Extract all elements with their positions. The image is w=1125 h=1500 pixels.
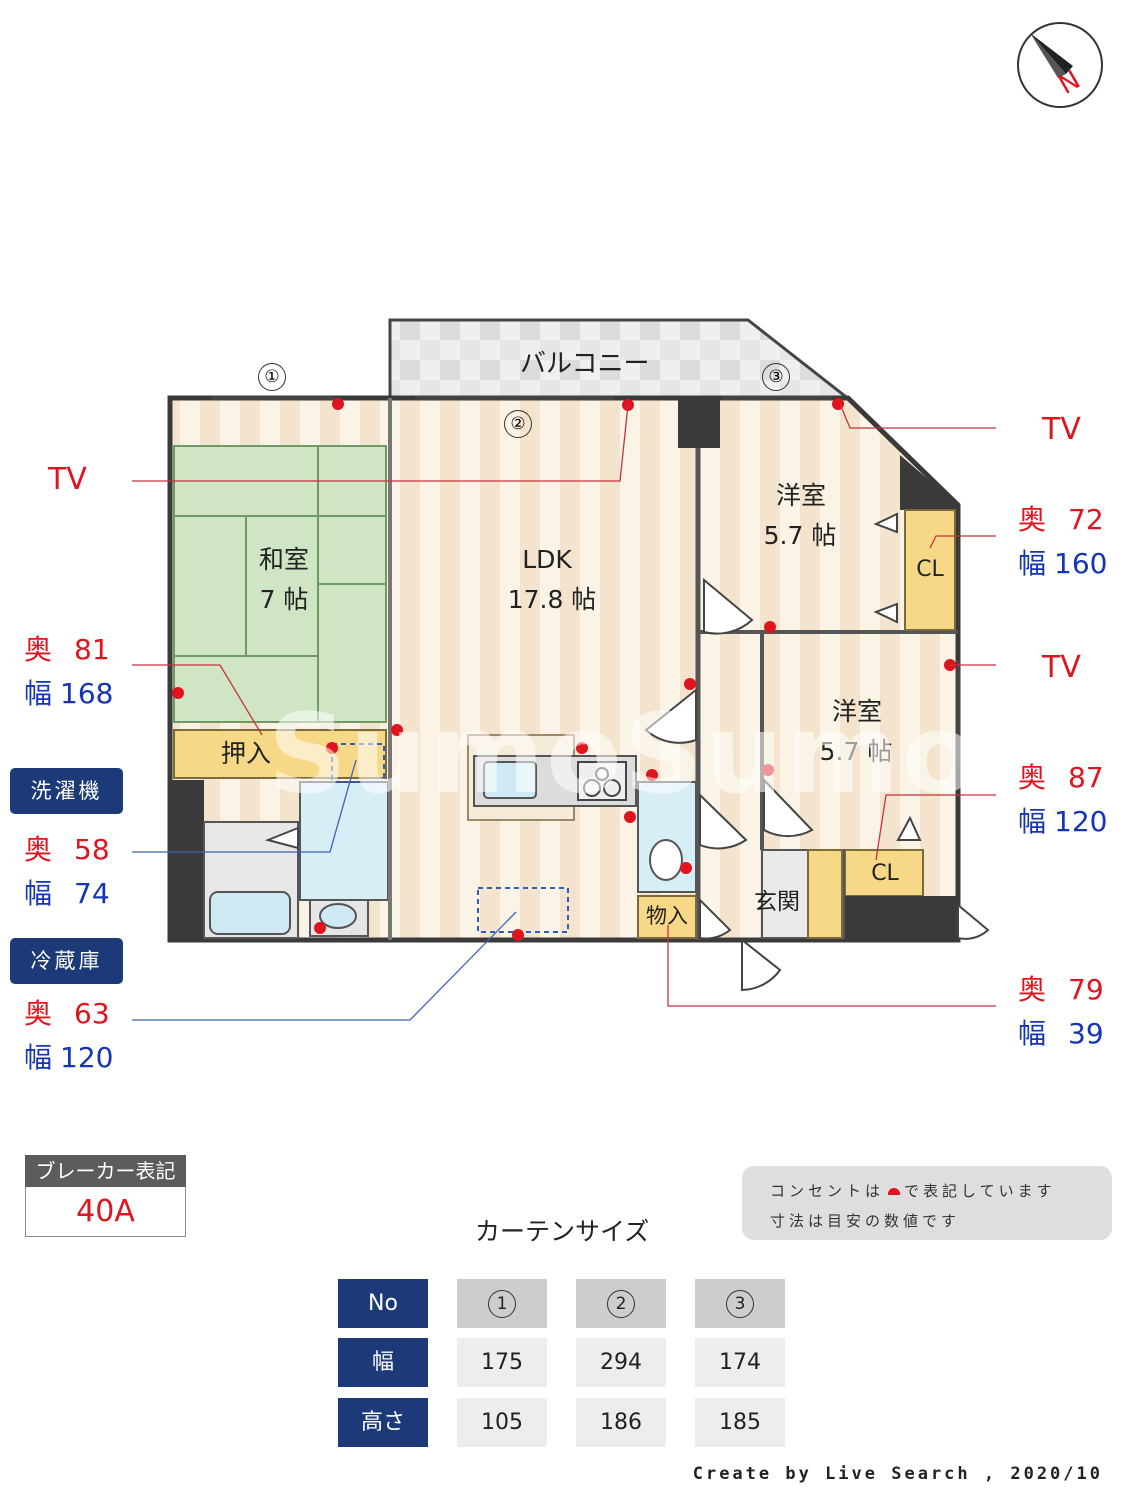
note-line1-b: で表記しています — [904, 1182, 1056, 1200]
window-1-marker: ① — [258, 363, 286, 391]
balcony-label: バルコニー — [520, 349, 650, 379]
curtain-no-1: 1 — [457, 1279, 547, 1328]
curtain-width-3: 174 — [695, 1338, 785, 1387]
ldk-size: 17.8 帖 — [507, 585, 597, 614]
window-2-marker: ② — [504, 410, 532, 438]
closet-door-marks — [264, 512, 922, 850]
door-swings — [644, 577, 990, 992]
curtain-title: カーテンサイズ — [475, 1217, 650, 1246]
basin-icon — [319, 903, 357, 929]
closet2-label: CL — [871, 861, 899, 886]
row-label-width: 幅 — [338, 1338, 428, 1387]
yoshitsu2-name: 洋室 — [831, 697, 882, 726]
watermark: SumoSumo — [268, 690, 980, 818]
curtain-width-1: 175 — [457, 1338, 547, 1387]
sink-icon — [483, 761, 537, 799]
breaker-value: 40A — [25, 1187, 186, 1237]
ldk-name: LDK — [522, 545, 572, 574]
washitsu-tatami — [173, 445, 387, 723]
storage-closet — [637, 895, 697, 939]
window-3-marker: ③ — [762, 363, 790, 391]
genkan-label: 玄関 — [754, 889, 800, 915]
bathtub-icon — [209, 891, 291, 935]
curtain-no-3: 3 — [695, 1279, 785, 1328]
breaker-label: ブレーカー表記 — [25, 1155, 186, 1187]
tv-label-right-mid: TV — [1042, 650, 1081, 685]
washitsu-size: 7 帖 — [259, 585, 309, 614]
curtain-height-3: 185 — [695, 1398, 785, 1447]
yoshitsu1-name: 洋室 — [775, 481, 826, 510]
stove-icon — [577, 761, 627, 801]
leader-lines — [132, 403, 996, 1021]
toilet-icon — [649, 839, 683, 881]
curtain-no-2: 2 — [576, 1279, 666, 1328]
windows — [212, 396, 960, 765]
outlet-icon — [888, 1188, 901, 1195]
tv-label-left: TV — [48, 462, 87, 497]
wall-block — [170, 780, 204, 940]
wall-block-right — [845, 896, 958, 940]
row-label-height: 高さ — [338, 1398, 428, 1447]
closet-1 — [904, 509, 956, 631]
curtain-height-1: 105 — [457, 1398, 547, 1447]
storage-label: 物入 — [646, 904, 688, 928]
compass-icon — [1017, 22, 1103, 108]
fridge-place-icon — [477, 887, 569, 933]
note-line1-a: コンセントは — [770, 1182, 885, 1200]
curtain-height-2: 186 — [576, 1398, 666, 1447]
note-line2: 寸法は目安の数値です — [770, 1212, 961, 1230]
curtain-width-2: 294 — [576, 1338, 666, 1387]
row-label-no: No — [338, 1279, 428, 1328]
yoshitsu1-size: 5.7 帖 — [763, 521, 837, 550]
shoe-cabinet — [807, 849, 843, 939]
yoshitsu2-size: 5.7 帖 — [819, 737, 893, 766]
washer-badge: 洗濯機 — [10, 768, 123, 814]
closet1-label: CL — [916, 557, 944, 582]
fridge-badge: 冷蔵庫 — [10, 938, 123, 984]
oshiire-label: 押入 — [220, 739, 271, 768]
credit-text: Create by Live Search , 2020/10 — [692, 1464, 1103, 1484]
pillar — [678, 398, 720, 448]
tv-label-right-top: TV — [1042, 412, 1081, 447]
washitsu-name: 和室 — [258, 545, 309, 574]
outlet-note: コンセントは で表記しています 寸法は目安の数値です — [742, 1166, 1112, 1240]
oshiire-closet — [173, 729, 387, 779]
wall-corner — [900, 455, 958, 510]
